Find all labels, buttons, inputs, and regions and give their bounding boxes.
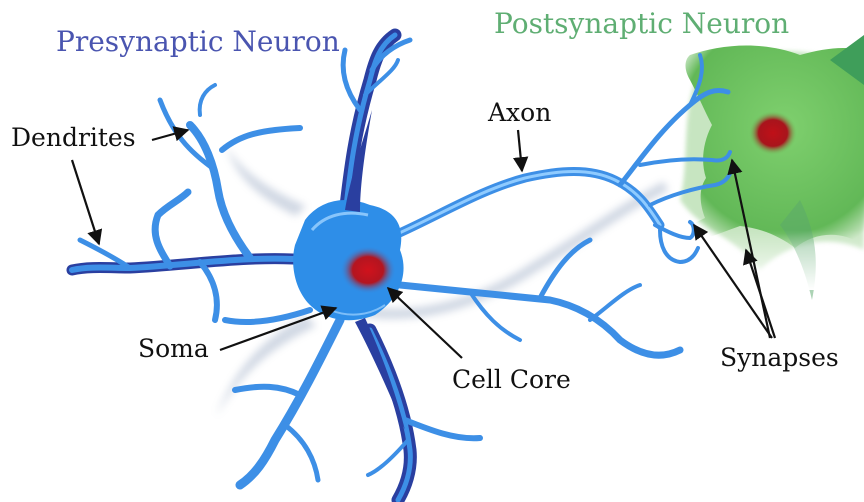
cell-core [340, 246, 396, 294]
label-synapses: Synapses [720, 343, 839, 372]
arrow-cell-core [388, 288, 462, 358]
postsynaptic-core [749, 111, 797, 155]
postsynaptic-title: Postsynaptic Neuron [494, 7, 789, 40]
presynaptic-neuron [72, 35, 732, 500]
label-dendrites: Dendrites [11, 123, 136, 152]
arrow-axon [518, 130, 522, 171]
label-soma: Soma [138, 334, 209, 363]
arrow-dendrites-lower [72, 160, 99, 244]
label-axon: Axon [487, 98, 551, 127]
presynaptic-title: Presynaptic Neuron [56, 25, 340, 58]
label-cell-core: Cell Core [452, 365, 571, 394]
presynaptic-shadow [216, 146, 666, 416]
